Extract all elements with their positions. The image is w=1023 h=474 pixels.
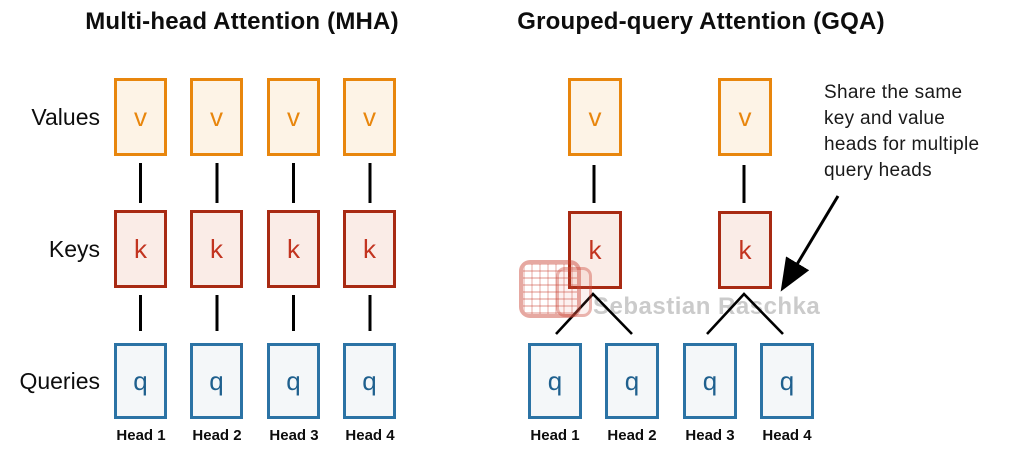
gqa-head2-label: Head 2 bbox=[607, 427, 657, 444]
values-row-label: Values bbox=[31, 104, 100, 130]
watermark-text: Sebastian Raschka bbox=[593, 293, 821, 320]
gqa-value-box-group2: v bbox=[718, 78, 772, 156]
mha-head4-label: Head 4 bbox=[345, 427, 395, 444]
gqa-key-box-group1: k bbox=[568, 211, 622, 289]
mha-key-box-head1: k bbox=[114, 210, 167, 288]
seal-stamp-watermark bbox=[519, 260, 581, 318]
mha-query-box-head1: q bbox=[114, 343, 167, 419]
mha-value-box-head3: v bbox=[267, 78, 320, 156]
gqa-query-box-head3: q bbox=[683, 343, 737, 419]
mha-query-box-head2: q bbox=[190, 343, 243, 419]
gqa-head3-label: Head 3 bbox=[685, 427, 735, 444]
mha-head3-label: Head 3 bbox=[269, 427, 319, 444]
mha-value-box-head1: v bbox=[114, 78, 167, 156]
mha-query-box-head3: q bbox=[267, 343, 320, 419]
annotation-line: heads for multiple bbox=[824, 134, 980, 155]
mha-key-box-head3: k bbox=[267, 210, 320, 288]
mha-query-box-head4: q bbox=[343, 343, 396, 419]
mha-key-box-head4: k bbox=[343, 210, 396, 288]
mha-title: Multi-head Attention (MHA) bbox=[85, 8, 399, 35]
gqa-query-box-head1: q bbox=[528, 343, 582, 419]
gqa-head1-label: Head 1 bbox=[530, 427, 580, 444]
gqa-head4-label: Head 4 bbox=[762, 427, 812, 444]
mha-key-box-head2: k bbox=[190, 210, 243, 288]
seal-stamp-watermark-echo bbox=[556, 267, 592, 317]
mha-value-box-head4: v bbox=[343, 78, 396, 156]
annotation-line: query heads bbox=[824, 160, 932, 181]
gqa-title: Grouped-query Attention (GQA) bbox=[517, 8, 885, 35]
gqa-query-box-head2: q bbox=[605, 343, 659, 419]
gqa-query-box-head4: q bbox=[760, 343, 814, 419]
mha-head2-label: Head 2 bbox=[192, 427, 242, 444]
gqa-key-box-group2: k bbox=[718, 211, 772, 289]
annotation-note: Share the same key and value heads for m… bbox=[824, 80, 1014, 184]
mha-head1-label: Head 1 bbox=[116, 427, 166, 444]
annotation-line: key and value bbox=[824, 108, 946, 129]
annotation-line: Share the same bbox=[824, 82, 963, 103]
keys-row-label: Keys bbox=[48, 236, 100, 262]
gqa-value-box-group1: v bbox=[568, 78, 622, 156]
queries-row-label: Queries bbox=[19, 368, 100, 394]
mha-value-box-head2: v bbox=[190, 78, 243, 156]
